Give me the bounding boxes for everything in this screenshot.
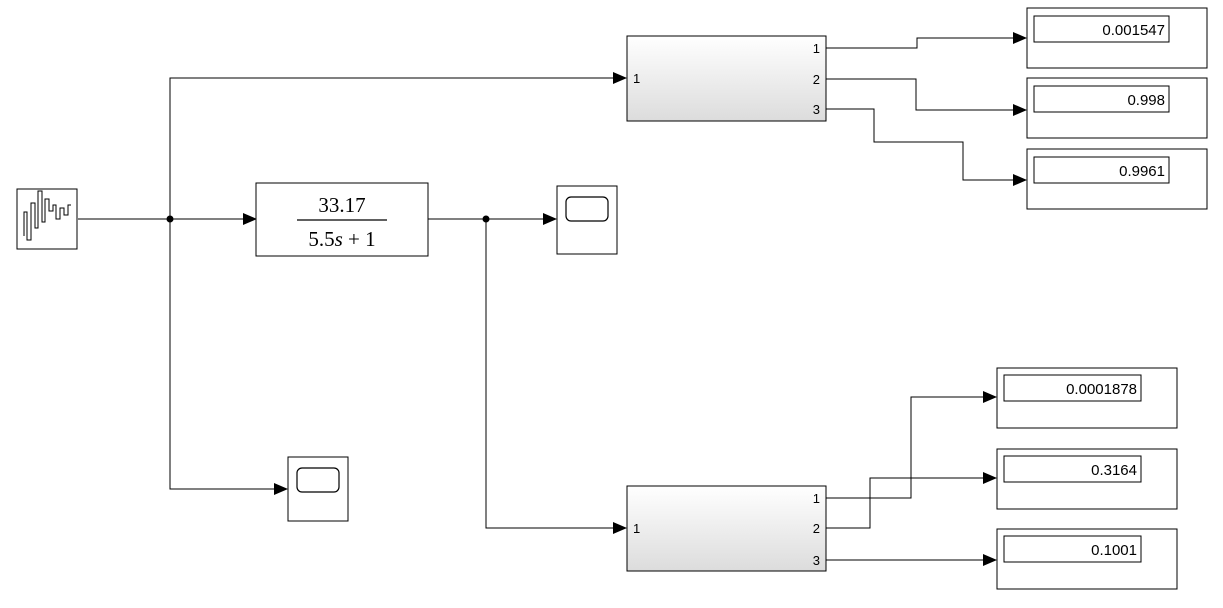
subsystem-block-bottom[interactable]: 1 1 2 3	[626, 485, 827, 572]
signal-source-block[interactable]	[16, 188, 78, 250]
signal-top-out-3[interactable]	[826, 108, 1027, 186]
display-value: 0.9961	[1119, 163, 1165, 180]
subsystem-bottom-output-label-2: 2	[813, 521, 820, 536]
display-value-box	[1003, 455, 1142, 483]
branch-point-1	[166, 215, 174, 223]
signal-bottom-out-1[interactable]	[826, 391, 997, 499]
subsystem-bottom-output-label-1: 1	[813, 491, 820, 506]
display-value-box	[1033, 15, 1170, 43]
display-value-box	[1033, 156, 1170, 184]
subsystem-block-top[interactable]: 1 1 2 3	[626, 35, 827, 122]
display-value-box	[1033, 85, 1170, 113]
branch-point-2	[482, 215, 490, 223]
display-value: 0.1001	[1091, 542, 1137, 559]
display-value-box	[1003, 374, 1142, 402]
signal-to-subsystem-bottom[interactable]	[485, 219, 627, 534]
display-block-bottom-3[interactable]: 0.1001	[996, 528, 1178, 590]
tf-denominator: 5.5s + 1	[308, 227, 375, 251]
scope-screen-icon	[565, 196, 609, 222]
random-signal-icon	[23, 190, 71, 241]
subsystem-top-input-label: 1	[633, 71, 640, 86]
signal-top-out-2[interactable]	[826, 78, 1027, 116]
display-block-bottom-2[interactable]: 0.3164	[996, 448, 1178, 510]
signal-to-scope-bottom[interactable]	[169, 219, 288, 495]
subsystem-top-output-label-3: 3	[813, 102, 820, 117]
subsystem-bottom-input-label: 1	[633, 521, 640, 536]
scope-block-right[interactable]	[556, 185, 618, 255]
display-value: 0.0001878	[1066, 381, 1137, 398]
transfer-function-block[interactable]: 33.17 5.5s + 1	[255, 182, 429, 257]
signal-bottom-out-2[interactable]	[826, 472, 997, 529]
display-value: 0.998	[1127, 92, 1165, 109]
subsystem-top-output-label-1: 1	[813, 41, 820, 56]
scope-screen-icon	[296, 467, 340, 493]
subsystem-top-output-label-2: 2	[813, 72, 820, 87]
signal-top-out-1[interactable]	[826, 32, 1027, 49]
display-value-box	[1003, 535, 1142, 563]
signal-to-subsystem-top[interactable]	[169, 72, 627, 219]
display-block-top-2[interactable]: 0.998	[1026, 77, 1208, 139]
signal-lines	[78, 32, 1027, 566]
tf-numerator: 33.17	[318, 193, 365, 217]
display-value: 0.001547	[1102, 22, 1165, 39]
display-block-top-3[interactable]: 0.9961	[1026, 148, 1208, 210]
display-block-bottom-1[interactable]: 0.0001878	[996, 367, 1178, 429]
subsystem-bottom-output-label-3: 3	[813, 553, 820, 568]
scope-block-bottom[interactable]	[287, 456, 349, 522]
display-block-top-1[interactable]: 0.001547	[1026, 7, 1208, 69]
display-value: 0.3164	[1091, 462, 1137, 479]
